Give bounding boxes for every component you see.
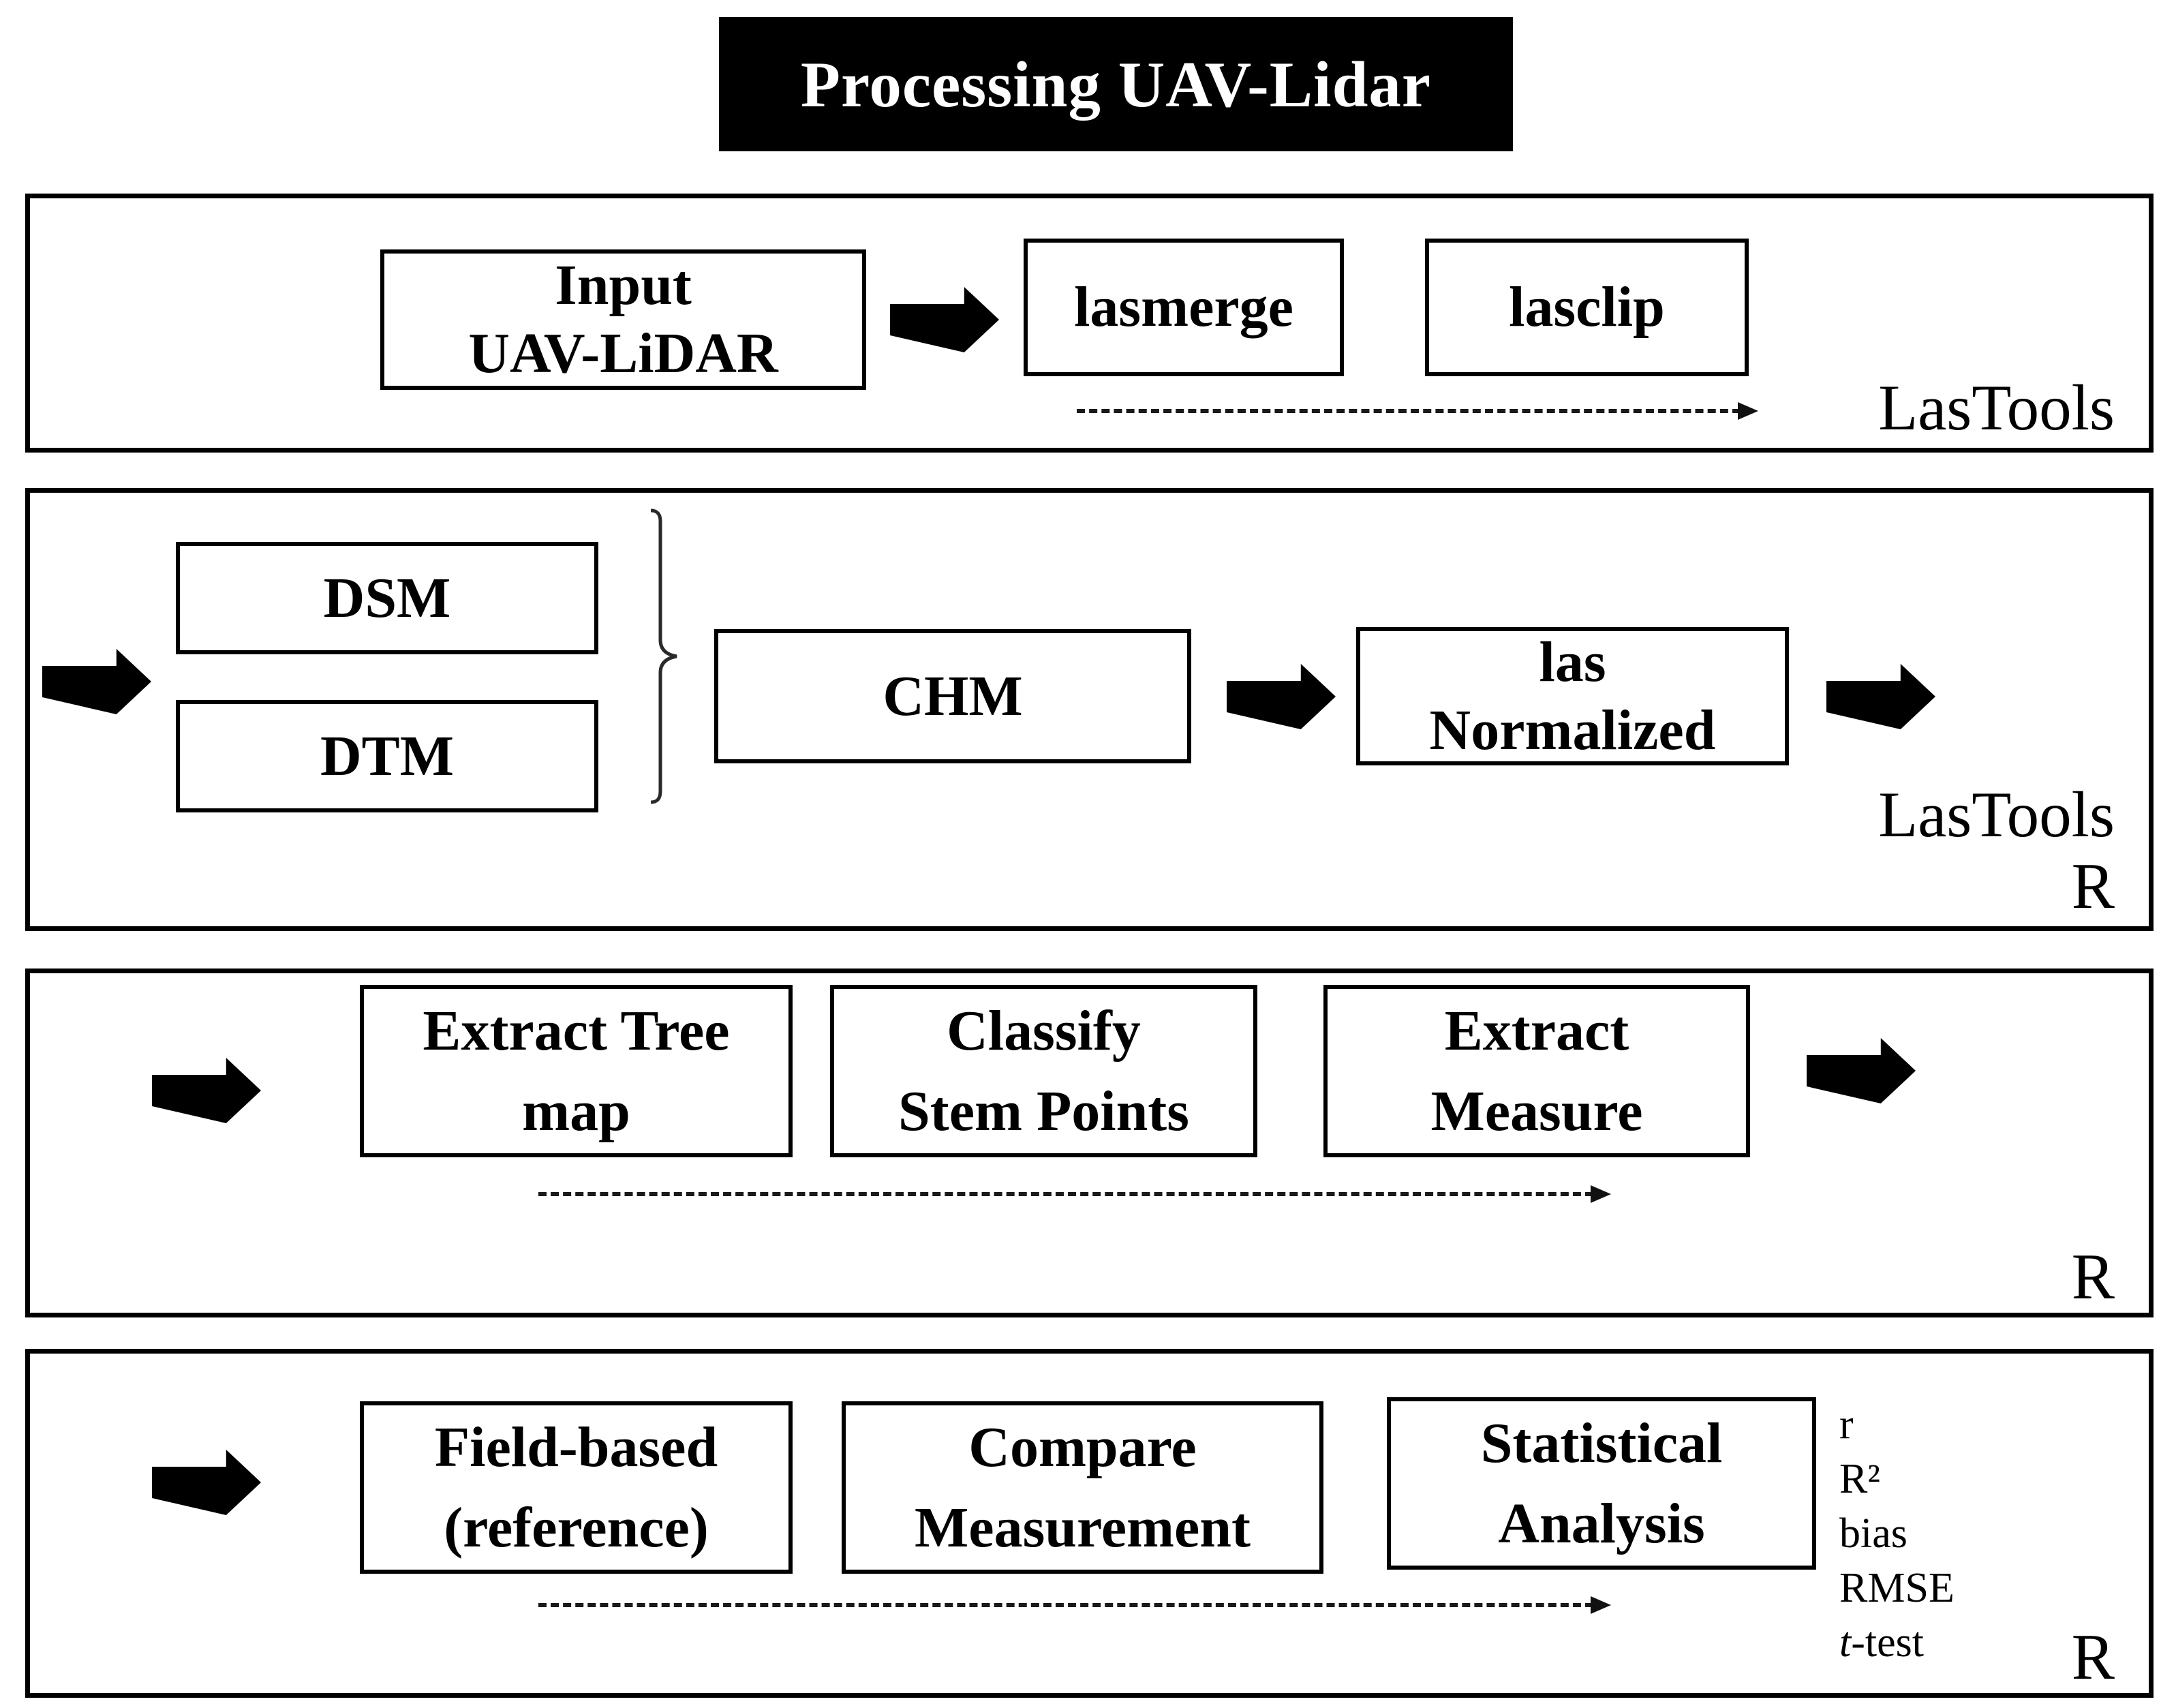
sequence-dashed-arrow-icon [1077,401,1758,421]
section4-tool-label: R [2071,1621,2115,1693]
section1-tool-label: LasTools [1878,371,2115,444]
dsm-box: DSM [176,542,598,654]
field-based-line1: Field-based [434,1415,718,1479]
flow-arrow-icon [152,1450,261,1515]
section-validation-statistics: Field-based (reference) Compare Measurem… [25,1349,2154,1698]
diagram-title-text: Processing UAV-Lidar [800,48,1432,121]
extract-measure-line1: Extract [1444,998,1629,1063]
compare-measurement-line2: Measurement [915,1495,1251,1559]
classify-stem-points-line1: Classify [947,998,1141,1063]
lasmerge-label: lasmerge [1074,275,1293,339]
dashed-arrow-head [1591,1185,1611,1203]
sequence-dashed-arrow-icon [538,1184,1611,1204]
metric-rmse: RMSE [1839,1565,1955,1611]
lasclip-label: lasclip [1509,275,1665,339]
flow-arrow-icon [152,1058,261,1123]
statistical-analysis-line2: Analysis [1498,1491,1705,1555]
statistical-analysis-box: Statistical Analysis [1387,1397,1816,1570]
extract-tree-map-line2: map [522,1079,630,1143]
input-uav-lidar-box: Input UAV-LiDAR [380,249,866,390]
dsm-label: DSM [323,566,451,630]
dtm-box: DTM [176,700,598,812]
input-uav-lidar-line1: Input [555,254,692,317]
extract-measure-box: Extract Measure [1323,985,1750,1157]
section3-tool-label: R [2071,1240,2115,1313]
flow-arrow-icon [890,287,999,352]
section2-tool-label: LasTools R [1878,778,2115,922]
lasclip-box: lasclip [1425,239,1749,376]
dashed-arrow-shaft [1077,409,1741,413]
las-normalized-line1: las [1539,630,1606,694]
dashed-arrow-head [1591,1596,1611,1614]
extract-tree-map-box: Extract Tree map [360,985,793,1157]
classify-stem-points-box: Classify Stem Points [830,985,1257,1157]
las-normalized-box: las Normalized [1356,627,1789,765]
dashed-arrow-shaft [538,1603,1593,1607]
chm-box: CHM [714,629,1191,763]
compare-measurement-line1: Compare [968,1415,1197,1479]
flow-arrow-icon [1227,664,1336,729]
field-based-reference-box: Field-based (reference) [360,1401,793,1574]
flow-arrow-icon [1807,1038,1916,1103]
las-normalized-line2: Normalized [1429,698,1716,762]
sequence-dashed-arrow-icon [538,1595,1611,1615]
dashed-arrow-head [1738,402,1758,420]
metric-bias: bias [1839,1510,1907,1557]
dtm-label: DTM [320,724,454,788]
metric-r-squared: R² [1839,1456,1880,1502]
section-tree-extraction: Extract Tree map Classify Stem Points Ex… [25,969,2154,1317]
statistical-metrics-list: r R² bias RMSE t-test [1839,1397,1955,1670]
grouping-brace-icon [650,508,677,804]
metric-t-test: t-test [1839,1619,1924,1666]
chm-label: CHM [883,664,1023,728]
flow-arrow-icon [42,649,151,714]
statistical-analysis-line1: Statistical [1480,1411,1723,1475]
field-based-line2: (reference) [444,1495,709,1559]
input-uav-lidar-line2: UAV-LiDAR [468,322,778,385]
compare-measurement-box: Compare Measurement [842,1401,1323,1574]
section-surface-models: DSM DTM CHM las Normalized LasTools R [25,488,2154,931]
classify-stem-points-line2: Stem Points [898,1079,1189,1143]
lasmerge-box: lasmerge [1024,239,1344,376]
diagram-title: Processing UAV-Lidar [719,17,1513,151]
metric-r: r [1839,1401,1854,1448]
dashed-arrow-shaft [538,1192,1593,1196]
extract-tree-map-line1: Extract Tree [423,998,730,1063]
flow-arrow-icon [1826,664,1935,729]
section-lastools-preprocessing: Input UAV-LiDAR lasmerge lasclip LasTool… [25,194,2154,453]
extract-measure-line2: Measure [1430,1079,1643,1143]
